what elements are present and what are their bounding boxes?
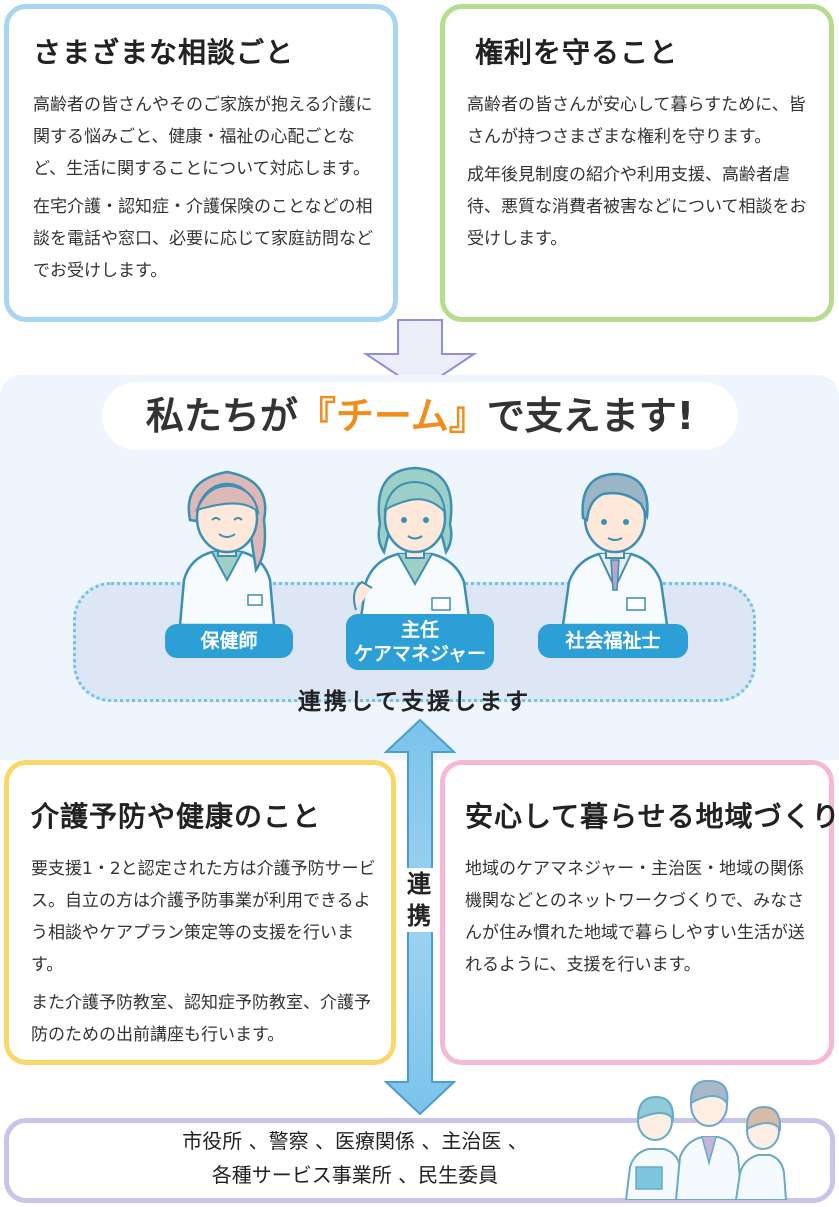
care-manager-illustration (353, 466, 472, 625)
rights-card: 権利を守ること 高齢者の皆さんが安心して暮らすために、皆さんが持つさまざまな権利… (440, 4, 834, 322)
team-heading: 私たちが『チーム』で支えます! (102, 382, 738, 450)
community-paragraph: 地域のケアマネジャー・主治医・地域の関係機関などとのネットワークづくりで、みなさ… (465, 859, 805, 975)
prevention-title: 介護予防や健康のこと (31, 800, 322, 833)
prevention-body: 要支援1・2と認定された方は介護予防サービス。自立の方は介護予防事業が利用できる… (31, 853, 381, 1057)
partners-line: 各種サービス事業所 、民生委員 (211, 1163, 499, 1187)
care-manager-line2: ケアマネジャー (353, 643, 487, 665)
consultation-body: 高齢者の皆さんやそのご家族が抱える介護に関する悩みごと、健康・福祉の心配ごとなど… (33, 89, 383, 293)
team-heading-after: で支えます! (486, 394, 695, 438)
role-badge-care-manager: 主任 ケアマネジャー (346, 614, 494, 670)
prevention-paragraph: また介護予防教室、認知症予防教室、介護予防のための出前講座も行います。 (31, 993, 371, 1045)
rights-body: 高齢者の皆さんが安心して暮らすために、皆さんが持つさまざまな権利を守ります。 成… (467, 89, 817, 261)
consultation-title: さまざまな相談ごと (33, 36, 295, 69)
consultation-paragraph: 高齢者の皆さんやそのご家族が抱える介護に関する悩みごと、健康・福祉の心配ごとなど… (33, 95, 373, 179)
consultation-card: さまざまな相談ごと 高齢者の皆さんやそのご家族が抱える介護に関する悩みごと、健康… (4, 4, 398, 322)
rights-paragraph: 成年後見制度の紹介や利用支援、高齢者虐待、悪質な消費者被害などについて相談をお受… (467, 165, 807, 249)
community-body: 地域のケアマネジャー・主治医・地域の関係機関などとのネットワークづくりで、みなさ… (465, 853, 821, 987)
team-heading-before: 私たちが (145, 394, 298, 438)
nurse-illustration (178, 470, 276, 625)
rights-paragraph: 高齢者の皆さんが安心して暮らすために、皆さんが持つさまざまな権利を守ります。 (467, 95, 806, 147)
partners-line: 市役所 、警察 、医療関係 、主治医 、 (182, 1129, 528, 1153)
team-heading-highlight: 『チーム』 (297, 394, 487, 438)
care-manager-line1: 主任 (400, 619, 439, 641)
prevention-paragraph: 要支援1・2と認定された方は介護予防サービス。自立の方は介護予防事業が利用できる… (31, 859, 376, 975)
down-arrow-icon (362, 319, 478, 392)
vertical-cooperation-label: 連 携 (401, 868, 437, 932)
role-badge-social-worker: 社会福祉士 (538, 624, 688, 658)
vertical-label-char: 携 (407, 902, 431, 930)
community-card: 安心して暮らせる地域づくり 地域のケアマネジャー・主治医・地域の関係機関などとの… (440, 760, 839, 1065)
partner-staff-illustration (624, 1079, 788, 1200)
prevention-card: 介護予防や健康のこと 要支援1・2と認定された方は介護予防サービス。自立の方は介… (4, 760, 396, 1065)
partners-text: 市役所 、警察 、医療関係 、主治医 、 各種サービス事業所 、民生委員 (110, 1124, 600, 1192)
community-title: 安心して暮らせる地域づくり (465, 800, 839, 833)
role-badge-nurse: 保健師 (165, 624, 293, 658)
rights-title: 権利を守ること (475, 36, 679, 69)
vertical-label-char: 連 (407, 870, 431, 898)
consultation-paragraph: 在宅介護・認知症・介護保険のことなどの相談を電話や窓口、必要に応じて家庭訪問など… (33, 197, 373, 281)
cooperation-label: 連携して支援します (297, 689, 532, 715)
social-worker-illustration (561, 472, 669, 625)
